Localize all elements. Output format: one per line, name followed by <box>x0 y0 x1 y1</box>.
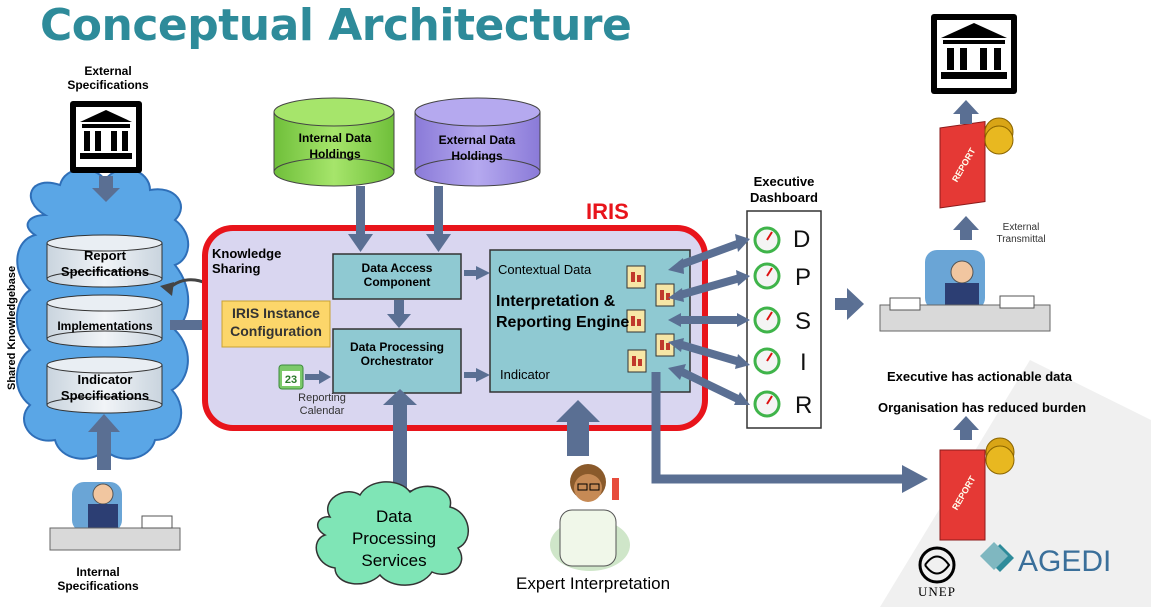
external-spec-building-icon <box>70 101 142 173</box>
internal-specifications-label: Internal Specifications <box>57 565 139 593</box>
kb-report-spec: Report Specifications <box>60 248 150 279</box>
data-processing-services-label: Data Processing Services <box>351 507 437 570</box>
calendar-icon <box>278 364 304 390</box>
external-specifications-label: External Specifications <box>67 64 149 92</box>
page-title: Conceptual Architecture <box>40 0 632 51</box>
unep-logo-icon <box>918 546 956 584</box>
reporting-calendar-label: Reporting Calendar <box>298 392 346 417</box>
external-transmittal-label: External Transmittal <box>996 222 1046 245</box>
dpsir-r: R <box>795 392 813 419</box>
engine-label: Interpretation & Reporting Engine <box>496 293 630 331</box>
executive-person-icon <box>879 250 1051 332</box>
top-report-book-icon <box>939 117 1014 209</box>
top-building-icon <box>931 14 1017 94</box>
bottom-report-book-icon <box>939 437 1015 541</box>
exec-dashboard-label: Executive Dashboard <box>750 174 818 205</box>
kb-implementations: Implementations <box>57 319 153 333</box>
dpsir-p: P <box>795 264 812 291</box>
exec-actionable-label: Executive has actionable data <box>887 369 1072 384</box>
data-processing-services-cloud <box>315 481 469 586</box>
dpsir-d: D <box>793 226 811 253</box>
iris-config-label: IRIS Instance Configuration <box>230 305 322 339</box>
external-data-label: External Data Holdings <box>438 133 516 163</box>
kb-indicator-spec: Indicator Specifications <box>60 372 150 403</box>
dpsir-s: S <box>795 308 812 335</box>
contextual-data-label: Contextual Data <box>498 262 592 277</box>
iris-config-box <box>221 300 331 348</box>
data-access-label: Data Access Component <box>361 261 433 289</box>
internal-data-label: Internal Data Holdings <box>298 131 372 161</box>
indicator-label: Indicator <box>500 367 550 382</box>
agedi-logo-icon <box>980 542 1014 572</box>
expert-interpretation-label: Expert Interpretation <box>516 574 671 593</box>
calendar-day: 23 <box>284 374 298 386</box>
data-access-box <box>332 253 462 300</box>
expert-scientist-icon <box>550 464 630 571</box>
knowledge-sharing-label: Knowledge Sharing <box>212 246 282 276</box>
background-hill <box>880 360 1151 607</box>
external-data-cylinder <box>414 97 541 187</box>
iris-label: IRIS <box>586 199 629 224</box>
kb-cylinder-report <box>46 234 163 288</box>
engine-dashboard-arrows <box>678 239 742 404</box>
internal-person-icon <box>49 482 181 551</box>
internal-data-cylinder <box>273 97 395 187</box>
kb-cylinder-implementations <box>46 294 163 348</box>
kb-cylinder-indicator <box>46 356 163 414</box>
org-reduced-label: Organisation has reduced burden <box>878 400 1087 415</box>
shared-knowledgebase-label: Shared Knowledgebase <box>6 265 18 390</box>
dpsir-i: I <box>800 349 807 376</box>
gauge-icons <box>753 226 781 418</box>
unep-label: UNEP <box>918 584 956 599</box>
agedi-label: AGEDI <box>1018 545 1112 578</box>
engine-box <box>489 249 691 393</box>
data-processing-orch-label: Data Processing Orchestrator <box>349 340 445 368</box>
data-processing-box <box>332 328 462 394</box>
